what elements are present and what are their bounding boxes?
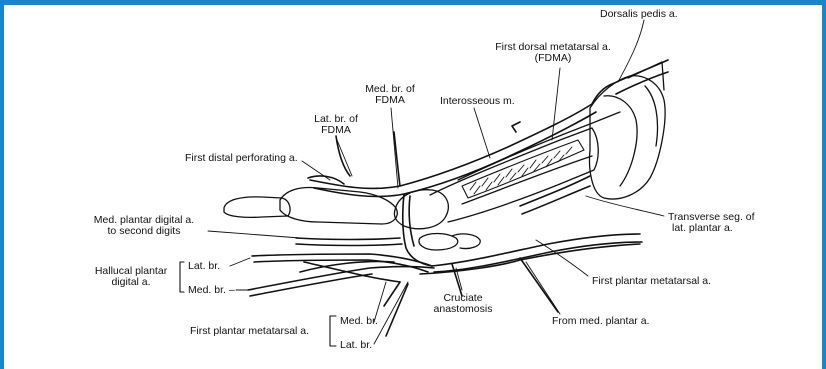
label-hallucal-med-br: Med. br. – [188, 285, 235, 296]
label-fdma: First dorsal metatarsal a. (FDMA) [478, 42, 628, 64]
label-cruciate-anastomosis: Cruciate anastomosis [424, 293, 502, 315]
label-cruciate-line2: anastomosis [424, 304, 502, 315]
label-hallucal-lat-br: Lat. br. [188, 261, 220, 272]
label-med-plantar-digital-line2: to second digits [80, 226, 208, 237]
label-med-br-fdma-line2: FDMA [352, 95, 428, 106]
label-med-plantar-digital: Med. plantar digital a. to second digits [80, 215, 208, 237]
label-dorsalis-pedis: Dorsalis pedis a. [600, 9, 678, 20]
label-from-med-plantar: From med. plantar a. [552, 316, 649, 327]
label-transverse-seg: Transverse seg. of lat. plantar a. [668, 212, 755, 234]
label-lat-br-fdma-line2: FDMA [298, 125, 374, 136]
label-lat-br-fdma: Lat. br. of FDMA [298, 114, 374, 136]
label-first-plantar-metatarsal-bottom: First plantar metatarsal a. [190, 326, 309, 337]
label-transverse-line2: lat. plantar a. [668, 223, 755, 234]
label-fdma-line2: (FDMA) [478, 53, 628, 64]
label-hallucal-plantar-digital: Hallucal plantar digital a. [86, 266, 176, 288]
label-first-plantar-metatarsal-right: First plantar metatarsal a. [592, 276, 711, 287]
label-interosseous: Interosseous m. [440, 96, 515, 107]
label-med-br-fdma: Med. br. of FDMA [352, 84, 428, 106]
label-hallucal-line2: digital a. [86, 277, 176, 288]
label-first-distal-perforating: First distal perforating a. [185, 153, 298, 164]
label-bottom-lat-br: Lat. br. [340, 340, 372, 351]
label-bottom-med-br: Med. br. [340, 316, 378, 327]
